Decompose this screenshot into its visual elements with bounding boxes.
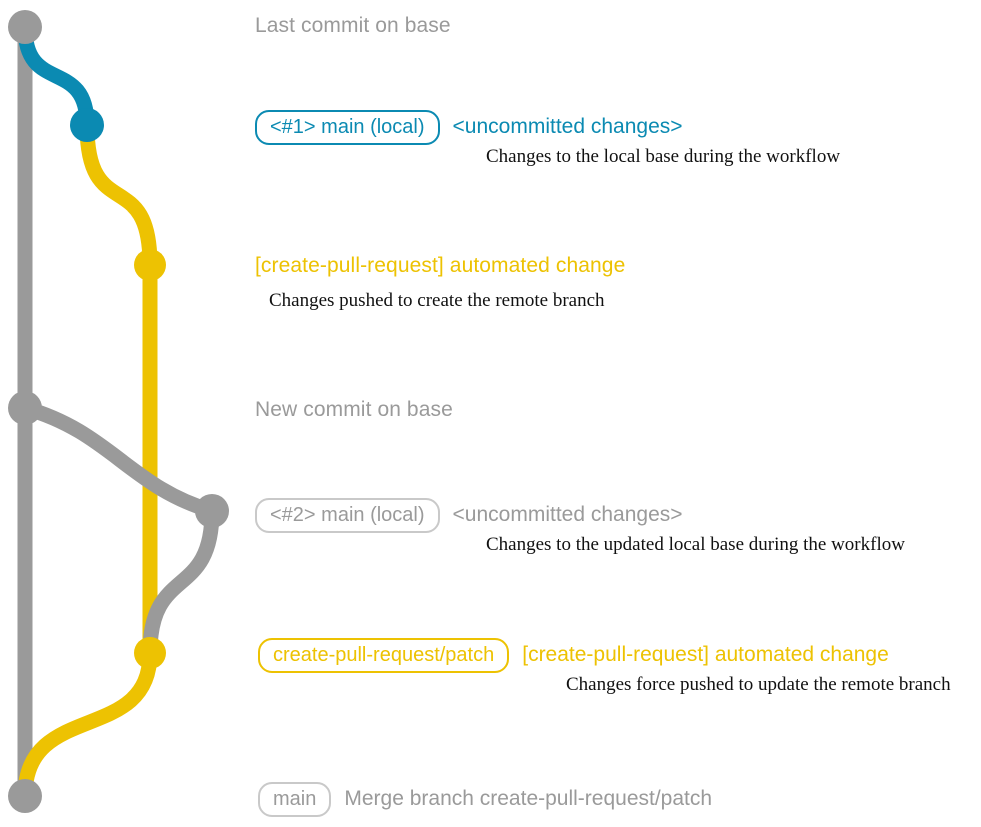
row-automated-change-2: create-pull-request/patch [create-pull-r…: [258, 638, 889, 673]
commit-node-merge[interactable]: [8, 779, 42, 813]
branch-badge-main-local-1[interactable]: <#1> main (local): [255, 110, 440, 145]
commit-subject-new-commit: New commit on base: [255, 398, 453, 421]
commit-description-automated-change-1: Changes pushed to create the remote bran…: [269, 290, 605, 311]
commit-node-last-commit-on-base[interactable]: [8, 10, 42, 44]
edge-base-to-local1: [17, 19, 95, 133]
commit-subject-automated-change-2: [create-pull-request] automated change: [522, 643, 889, 666]
commit-node-automated-change-2[interactable]: [134, 637, 166, 669]
commit-subject-local-1: <uncommitted changes>: [452, 115, 683, 138]
row-new-commit: New commit on base: [255, 398, 453, 422]
row-local-1: <#1> main (local) <uncommitted changes>: [255, 110, 683, 145]
edge-local2-to-patch2: [142, 503, 220, 661]
row-merge: main Merge branch create-pull-request/pa…: [258, 782, 712, 817]
commit-subject-automated-change-1: [create-pull-request] automated change: [255, 254, 626, 277]
row-last-commit: Last commit on base: [255, 14, 451, 38]
commit-description-local-2: Changes to the updated local base during…: [486, 534, 905, 555]
branch-badge-main-local-2[interactable]: <#2> main (local): [255, 498, 440, 533]
commit-node-new-commit-on-base[interactable]: [8, 391, 42, 425]
branch-badge-create-pull-request-patch[interactable]: create-pull-request/patch: [258, 638, 510, 673]
edge-patch2-to-merge: [17, 645, 158, 804]
row-local-2: <#2> main (local) <uncommitted changes>: [255, 498, 683, 533]
commit-subject-local-2: <uncommitted changes>: [452, 503, 683, 526]
edge-base2-to-local2: [17, 400, 220, 519]
row-automated-change-1: [create-pull-request] automated change: [255, 254, 625, 278]
commit-node-local-1[interactable]: [70, 108, 104, 142]
commit-node-local-2[interactable]: [195, 494, 229, 528]
commit-description-automated-change-2: Changes force pushed to update the remot…: [566, 674, 951, 695]
commit-description-local-1: Changes to the local base during the wor…: [486, 146, 841, 167]
commit-subject-last-commit: Last commit on base: [255, 14, 451, 37]
commit-node-automated-change-1[interactable]: [134, 249, 166, 281]
edge-local1-to-patch1: [79, 117, 158, 273]
commit-subject-merge: Merge branch create-pull-request/patch: [344, 787, 713, 810]
branch-badge-main[interactable]: main: [258, 782, 332, 817]
